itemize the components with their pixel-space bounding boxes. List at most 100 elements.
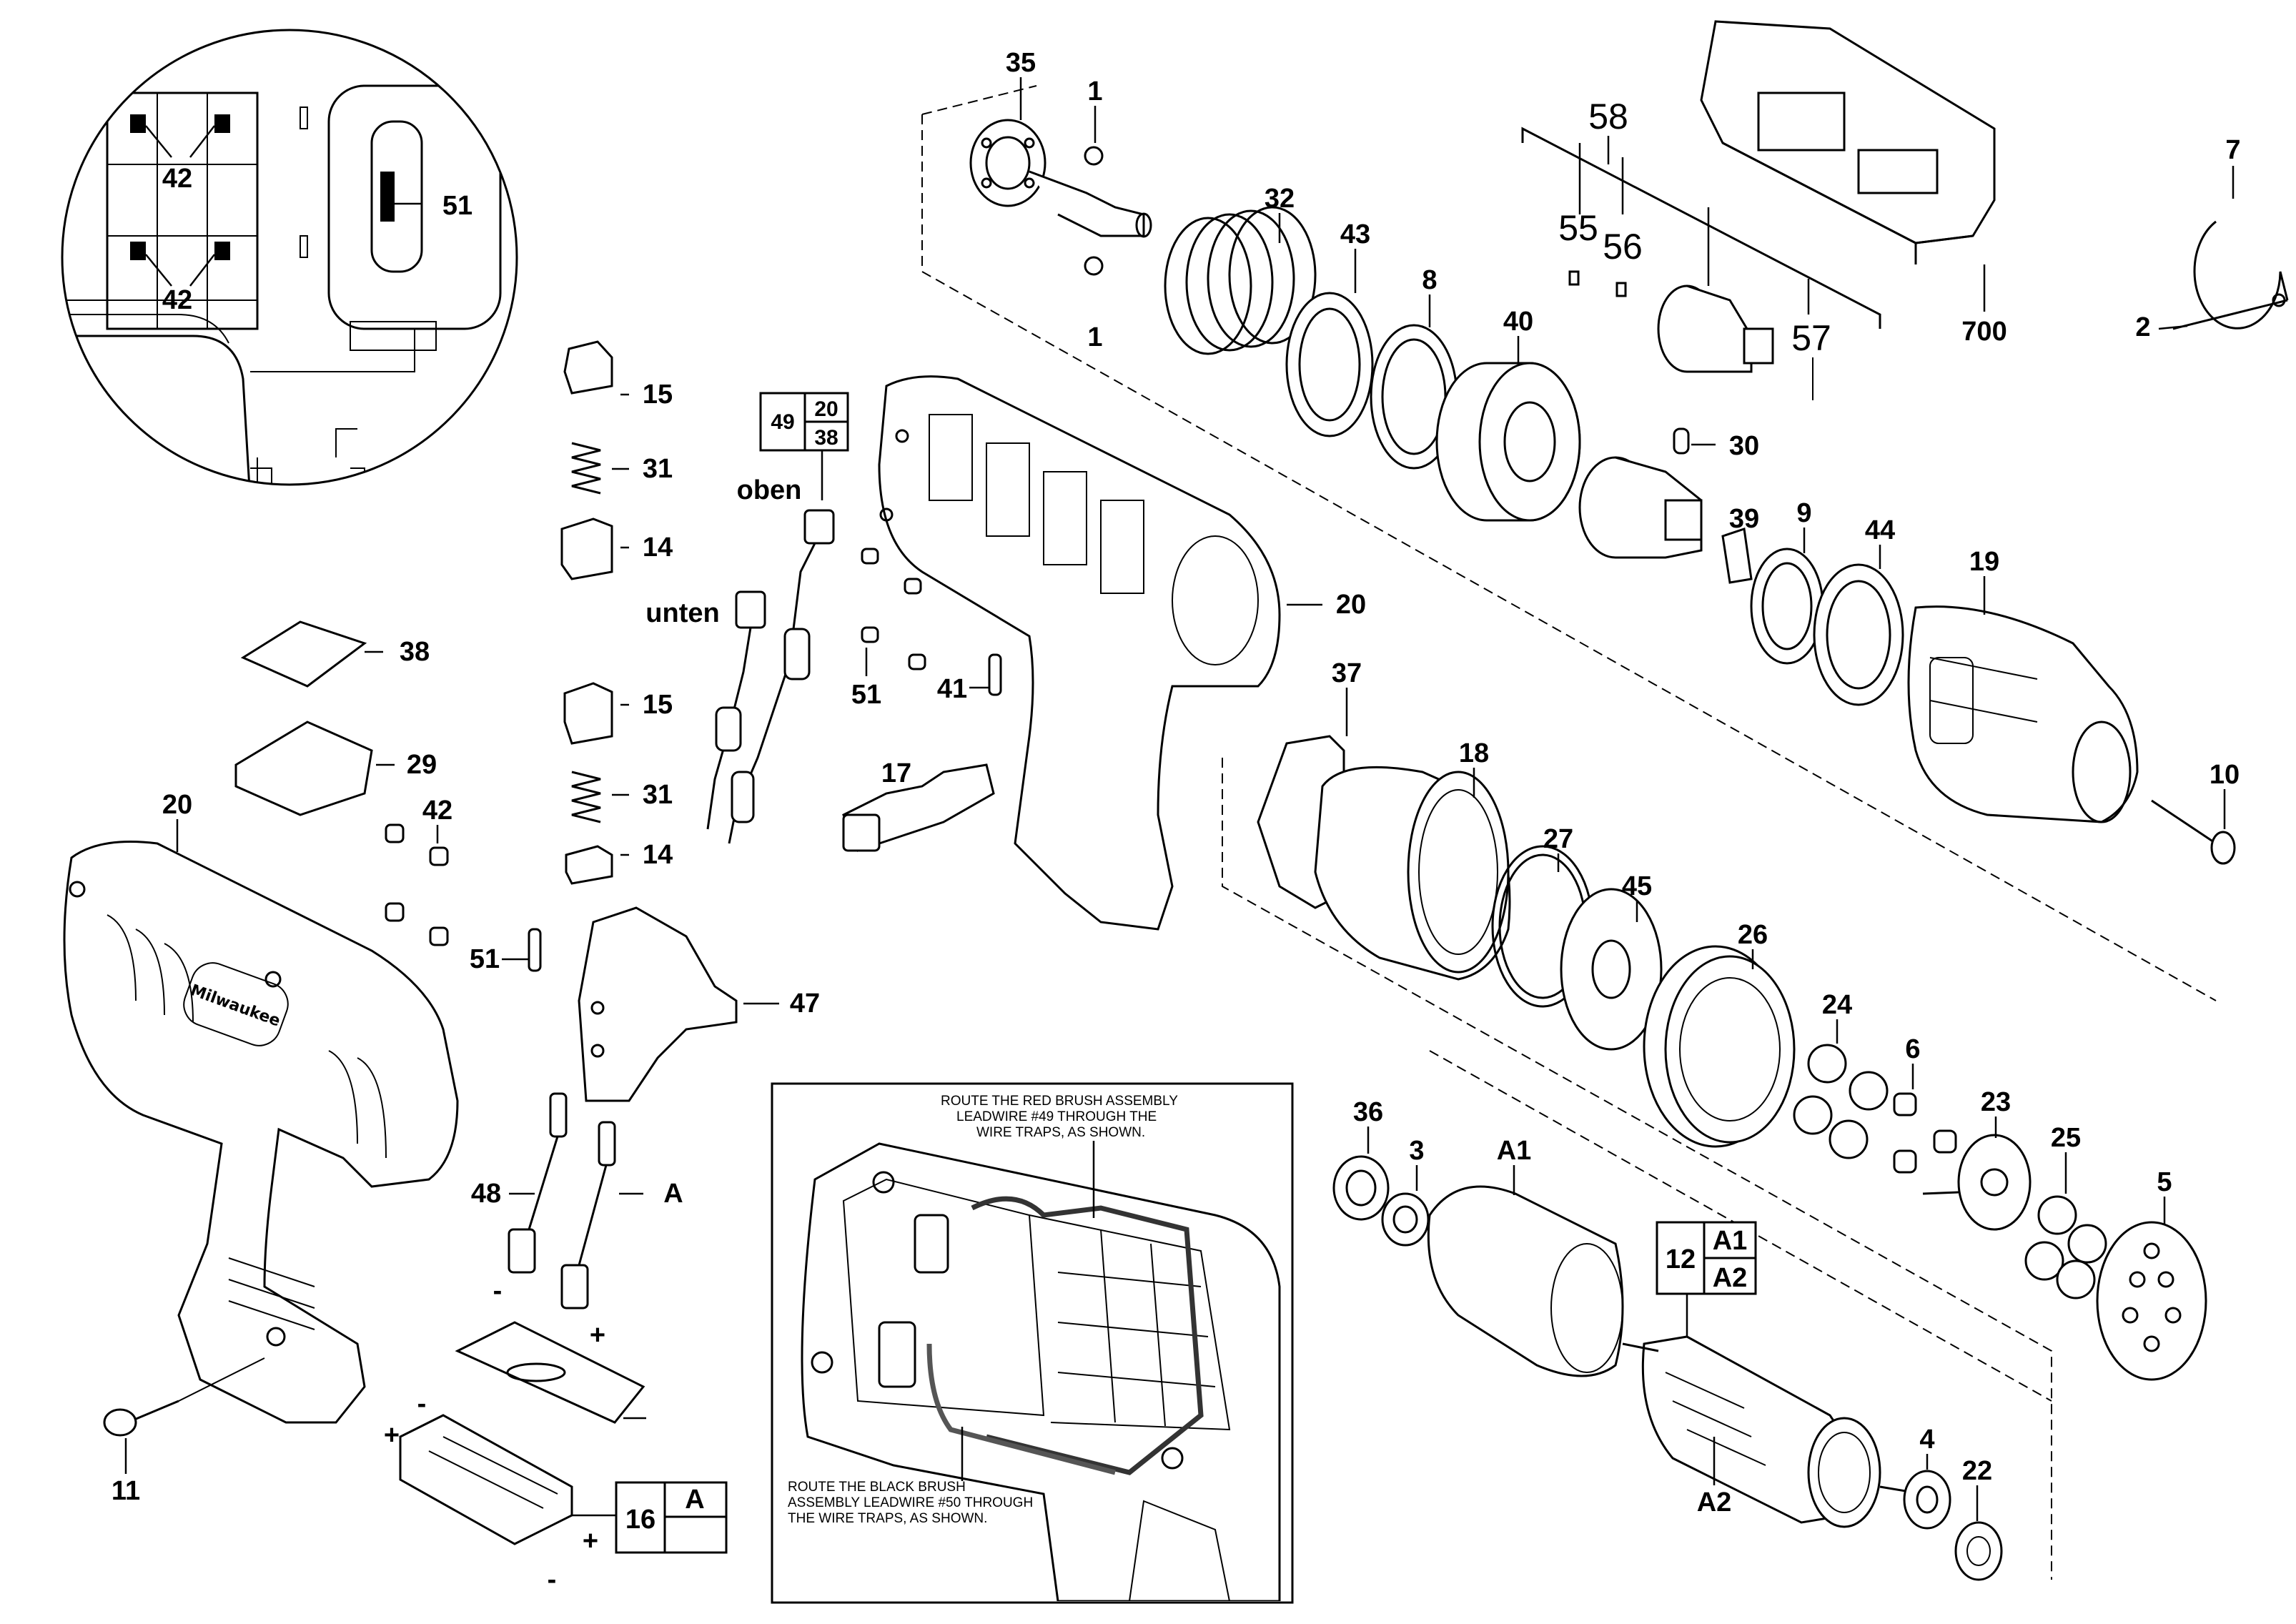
part-6-pins <box>1893 1092 1957 1174</box>
label-3: 3 <box>1409 1136 1424 1166</box>
label-42: 42 <box>162 164 192 194</box>
label-unten: unten <box>645 598 719 628</box>
part-35-anvil-cam <box>969 119 1152 238</box>
label-55: 55 <box>1558 208 1598 248</box>
label-38: 38 <box>400 637 430 667</box>
pin-51 <box>988 653 1002 696</box>
part-14-brush-top <box>560 518 613 580</box>
label-44: 44 <box>1865 515 1895 545</box>
part-23-carrier <box>1922 1134 2032 1231</box>
label-43: 43 <box>1340 219 1370 249</box>
kit-58-bracket <box>1521 127 1881 329</box>
part-1-ball-bottom <box>1084 256 1104 276</box>
part-40-hammer <box>1435 362 1581 522</box>
part-20-housing-half-left: Milwaukee <box>63 841 459 1424</box>
label-minus: - <box>417 1389 427 1419</box>
part-4-bearing <box>1903 1470 1951 1530</box>
label-19: 19 <box>1969 547 1999 577</box>
label-700: 700 <box>1961 317 2006 347</box>
trap-2 <box>214 114 230 133</box>
label-23: 23 <box>1981 1087 2011 1117</box>
label-6: 6 <box>1905 1034 1920 1064</box>
part-31-spring-bottom <box>571 771 601 823</box>
assembly-outline-motor <box>1429 1050 2052 1402</box>
label-plus: + <box>590 1320 605 1350</box>
slot-51 <box>380 172 395 222</box>
label-56: 56 <box>1603 227 1643 267</box>
part-700-carrying-case <box>1700 20 1996 264</box>
label-10: 10 <box>2210 760 2240 790</box>
part-A1-field-stator <box>1427 1185 1624 1377</box>
label-27: 27 <box>1543 824 1573 854</box>
part-58-anvil <box>1657 284 1774 373</box>
label-minus: - <box>548 1565 557 1595</box>
label-30: 30 <box>1729 431 1759 461</box>
label-plus: + <box>583 1526 598 1556</box>
label-4: 4 <box>1919 1425 1934 1455</box>
label-31: 31 <box>643 780 673 810</box>
part-10-screw <box>2151 799 2236 865</box>
assembly-outline-upper <box>921 114 2217 1001</box>
part-48-leadwire <box>560 1121 616 1309</box>
ref-box-16: 16 A <box>615 1481 728 1554</box>
part-17-switch <box>578 906 738 1102</box>
part-16-terminal-block <box>399 1414 573 1545</box>
part-11-screw <box>103 1357 265 1437</box>
part-19-front-housing <box>1907 605 2139 823</box>
pin <box>385 902 405 922</box>
note-black-line3: THE WIRE TRAPS, AS SHOWN. <box>788 1511 987 1526</box>
pin-51 <box>528 928 542 972</box>
label-minus: - <box>493 1276 503 1306</box>
part-1-ball-top <box>1084 146 1104 166</box>
part-45-washer <box>1560 888 1663 1051</box>
label-2: 2 <box>2135 312 2150 342</box>
label-51: 51 <box>470 944 500 974</box>
part-7-retaining-ring <box>2172 220 2289 330</box>
label-39: 39 <box>1729 504 1759 534</box>
label-plus: + <box>384 1420 400 1450</box>
part-20-housing-half-right <box>878 375 1281 931</box>
label-48: A <box>663 1179 683 1209</box>
part-29-pad <box>234 721 373 816</box>
label-45: 45 <box>1622 871 1652 901</box>
box-49-top-right: 20 <box>814 397 838 421</box>
note-black-line1: ROUTE THE BLACK BRUSH <box>788 1480 966 1495</box>
part-39-spring-pin <box>1721 528 1753 584</box>
part-36-bearing <box>1332 1155 1390 1221</box>
box-16-left: 16 <box>625 1505 655 1535</box>
note-black-line2: ASSEMBLY LEADWIRE #50 THROUGH <box>788 1495 1033 1510</box>
label-20: 20 <box>162 790 192 820</box>
part-30-pin <box>1673 427 1690 455</box>
part-3-bearing <box>1381 1192 1430 1247</box>
label-36: 36 <box>1353 1097 1383 1127</box>
pin <box>904 578 922 595</box>
part-55 <box>1568 270 1580 286</box>
label-42: 42 <box>162 285 192 315</box>
part-22-pinion <box>1954 1521 2003 1581</box>
label-1: 1 <box>1087 76 1102 107</box>
detail-magnifier-circle: 42 42 51 <box>61 29 518 486</box>
part-49-brush-leadwire <box>706 509 835 844</box>
label-40: 40 <box>1503 307 1533 337</box>
label-1: 1 <box>1087 322 1102 352</box>
label-18: 18 <box>1459 738 1489 768</box>
label-17: 47 <box>790 989 820 1019</box>
trap-4 <box>214 242 230 260</box>
note-red-line1: ROUTE THE RED BRUSH ASSEMBLY <box>941 1094 1178 1109</box>
label-51: 41 <box>937 674 967 704</box>
label-57: 57 <box>1791 318 1831 358</box>
part-5-gear-plate <box>2096 1221 2207 1381</box>
label-37: 37 <box>1332 658 1362 688</box>
part-24-planet-gears <box>1793 1044 1889 1159</box>
label-24: 24 <box>1822 990 1852 1020</box>
label-42: 42 <box>422 796 452 826</box>
label-51: 51 <box>442 191 472 221</box>
part-47-leadwire <box>508 1092 568 1274</box>
pin <box>861 626 879 643</box>
part-A-plate <box>455 1321 645 1424</box>
trap-3 <box>130 242 146 260</box>
label-14: 14 <box>643 533 673 563</box>
part-56 <box>1615 282 1627 297</box>
label-29: 29 <box>407 750 437 780</box>
